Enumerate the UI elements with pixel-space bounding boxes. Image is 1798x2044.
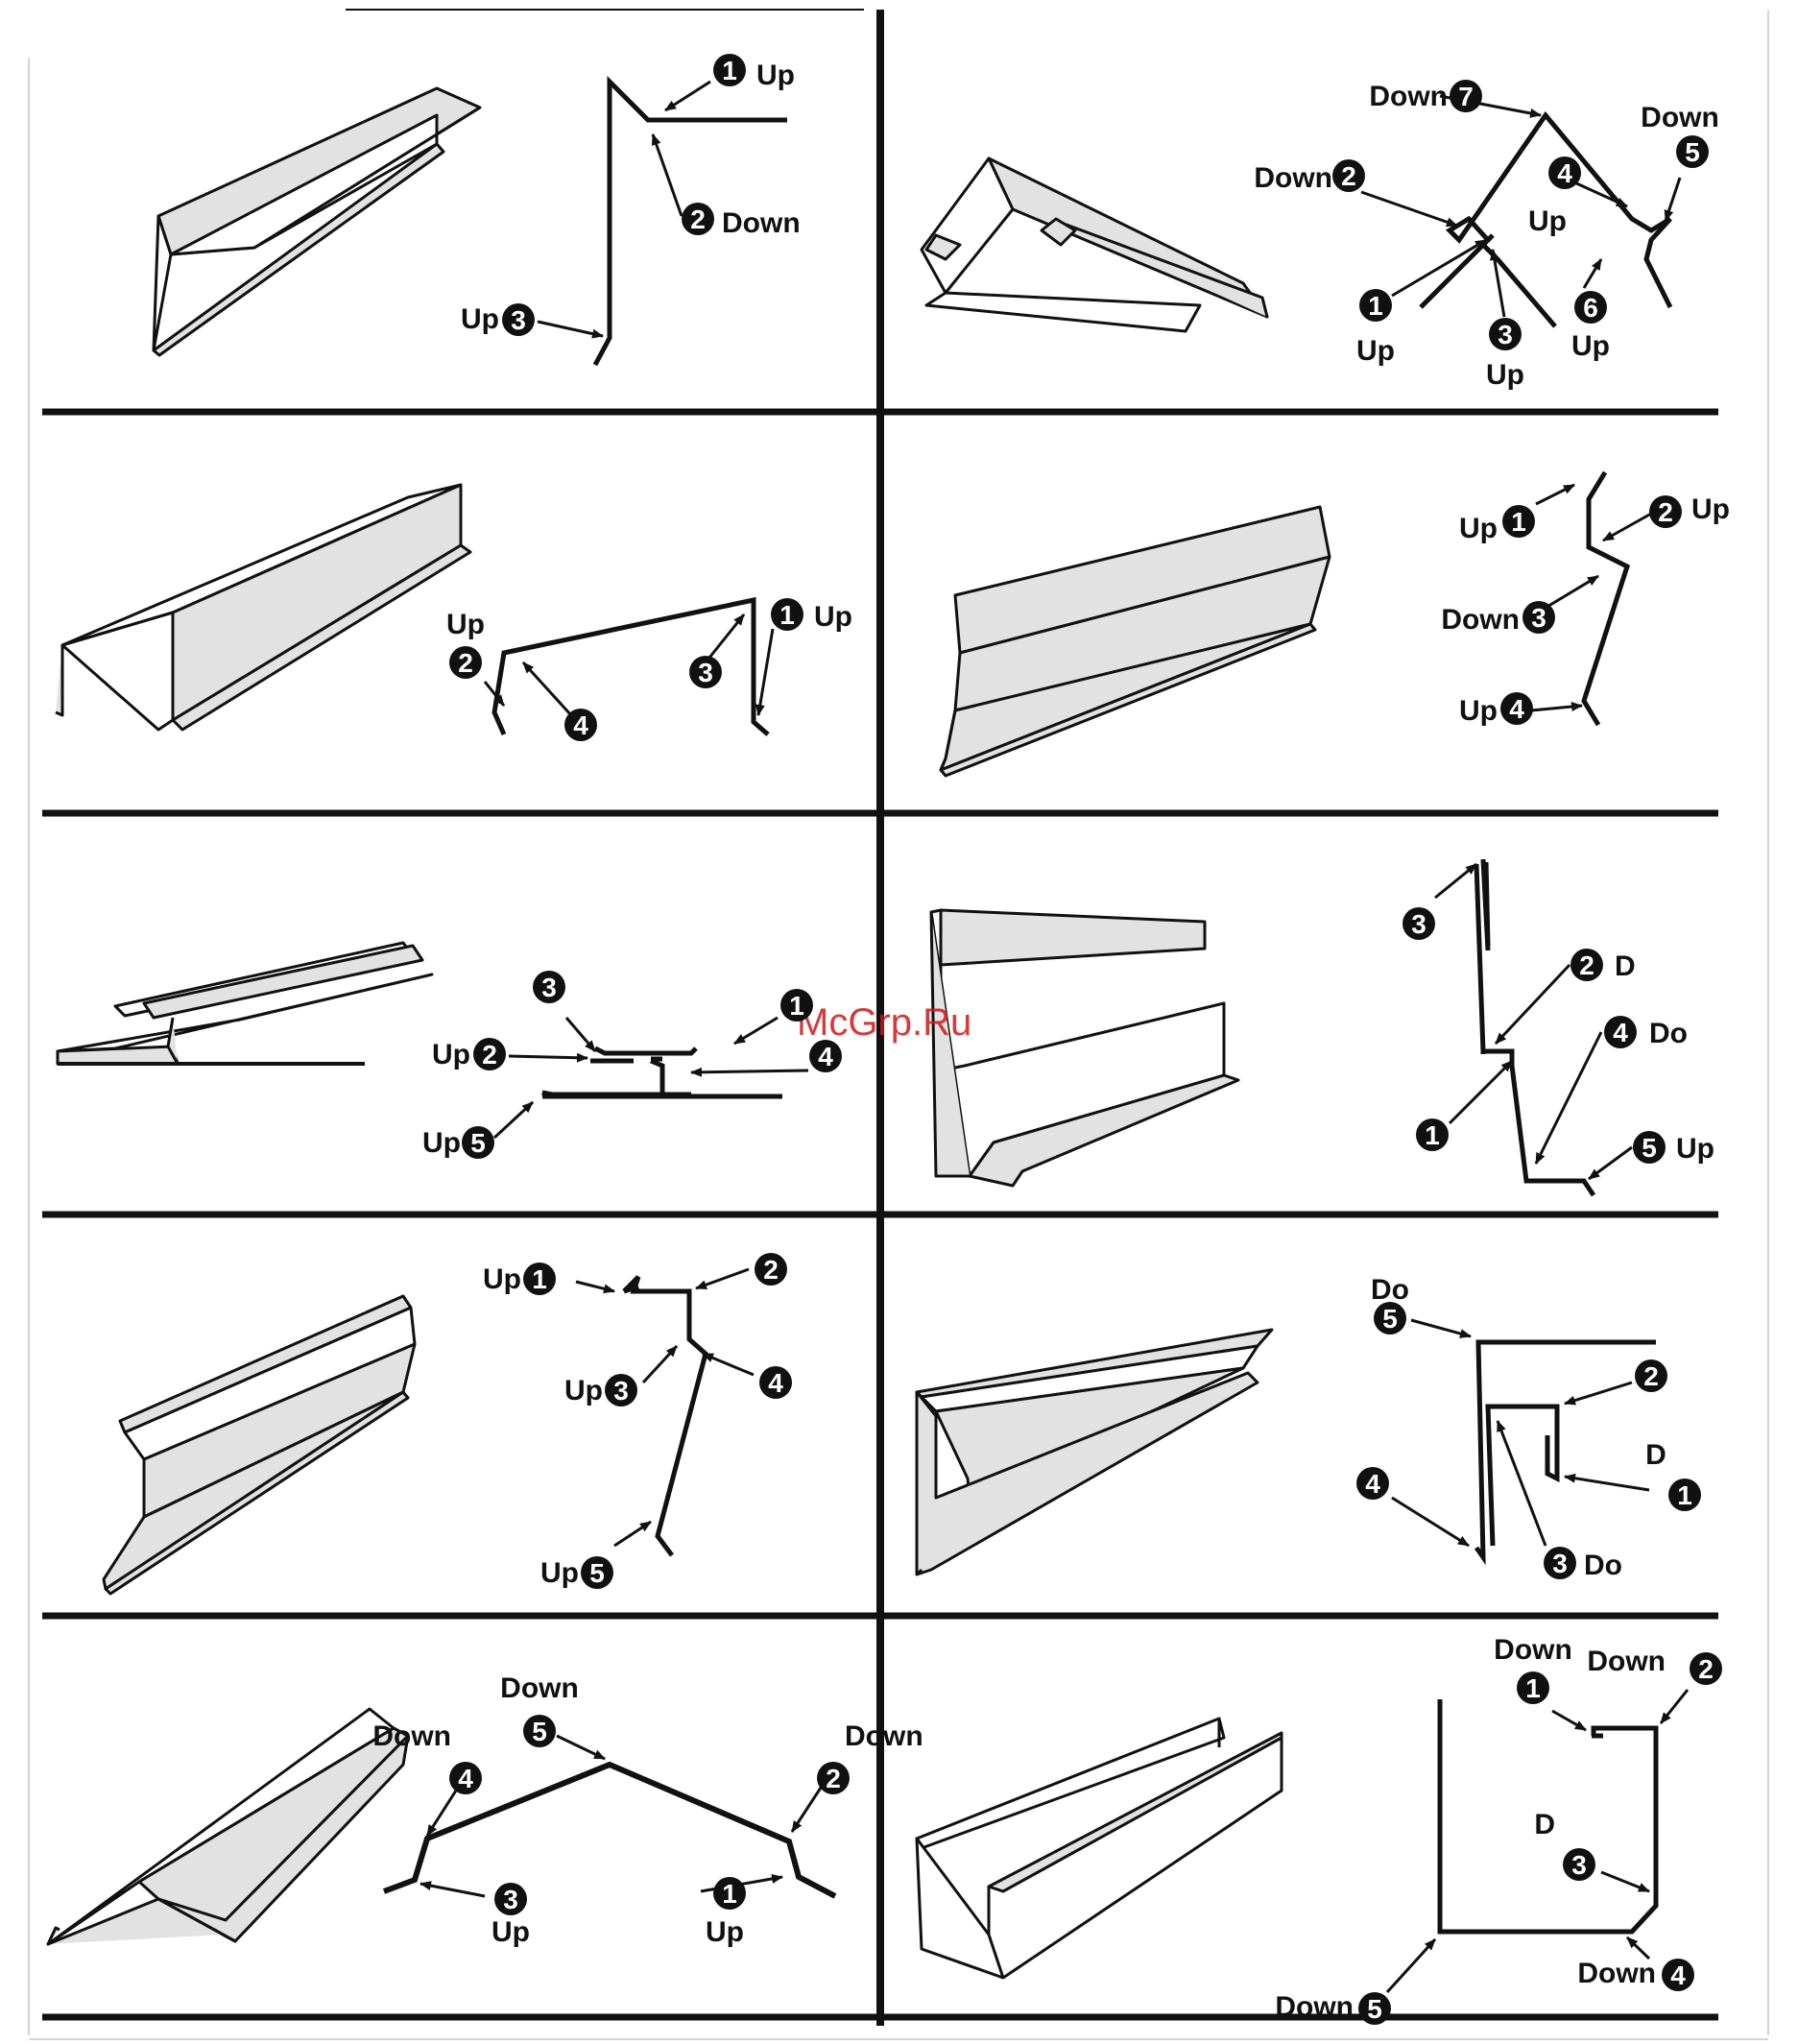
callout-direction-label: D — [1534, 1809, 1555, 1840]
callout-number: 1 — [1368, 291, 1383, 321]
callout-direction-label: Do — [1371, 1274, 1409, 1306]
callout-number: 5 — [470, 1128, 486, 1158]
callout-number: 1 — [722, 56, 737, 85]
callout-number: 6 — [1583, 293, 1598, 323]
callout-number: 1 — [1511, 507, 1526, 537]
callout-direction-label: Down — [1587, 1646, 1666, 1677]
callout-direction-label: Down — [1254, 162, 1332, 194]
callout-number: 4 — [1365, 1469, 1380, 1499]
callout-direction-label: Up — [1691, 493, 1730, 525]
callout-direction-label: Down — [722, 207, 801, 239]
callout-direction-label: Do — [1584, 1550, 1622, 1581]
callout-direction-label: Up — [446, 609, 485, 640]
callout-direction-label: Up — [483, 1263, 521, 1295]
callout-number: 2 — [458, 648, 473, 678]
callout-direction-label: Down — [1369, 81, 1448, 112]
callout-number: 4 — [1670, 1960, 1686, 1990]
callout-number: 1 — [779, 600, 795, 630]
callout-number: 1 — [1525, 1673, 1541, 1703]
callout-number: 2 — [1579, 950, 1594, 980]
callout-number: 5 — [1382, 1304, 1398, 1334]
callout-number: 2 — [690, 204, 706, 234]
callout-number: 2 — [1658, 497, 1673, 527]
callout-number: 3 — [1498, 320, 1513, 349]
callout-direction-label: Up — [814, 601, 852, 633]
callout-number: 2 — [1341, 161, 1356, 191]
callout-direction-label: Up — [491, 1916, 530, 1948]
p2-callouts: 7Down2Down4Up5Down1Up3Up6Up — [1254, 80, 1718, 391]
callout-number: 3 — [511, 305, 526, 335]
p4-callouts: 1Up2Up3Down4Up — [1441, 493, 1730, 727]
callout-number: 5 — [589, 1558, 605, 1588]
callout-direction-label: Up — [1676, 1133, 1714, 1165]
callout-direction-label: Up — [1356, 335, 1395, 367]
callout-number: 1 — [532, 1264, 547, 1294]
callout-number: 2 — [763, 1255, 779, 1285]
callout-number: 3 — [1411, 909, 1426, 939]
callout-number: 3 — [541, 973, 557, 1002]
callout-direction-label: Down — [1641, 102, 1719, 133]
p7-callouts: 1Up23Up45Up — [483, 1253, 792, 1589]
callout-direction-label: D — [1645, 1439, 1666, 1471]
callout-number: 2 — [482, 1040, 497, 1070]
callout-direction-label: Up — [1459, 513, 1498, 544]
callout-direction-label: Down — [845, 1720, 923, 1752]
p6-callouts: 3 2D 4 Do 1 5 Up — [1402, 907, 1714, 1165]
callout-number: 5 — [1367, 1994, 1382, 2024]
callout-direction-label: Up — [422, 1127, 461, 1159]
callout-number: 4 — [458, 1764, 473, 1793]
callout-number: 1 — [1425, 1120, 1440, 1150]
p8-callouts: 5Do21D43Do — [1356, 1274, 1701, 1581]
callout-number: 3 — [503, 1885, 518, 1914]
callout-number: 1 — [789, 991, 804, 1021]
callout-number: 5 — [532, 1717, 547, 1746]
callout-direction-label: Up — [756, 60, 795, 91]
callout-number: 5 — [1685, 137, 1700, 167]
callout-direction-label: Up — [1571, 330, 1610, 362]
callout-number: 1 — [722, 1879, 737, 1909]
callout-direction-label: Down — [1275, 1991, 1354, 2023]
callout-number: 1 — [1677, 1480, 1692, 1510]
callout-number: 3 — [1552, 1549, 1568, 1578]
callout-direction-label: Down — [372, 1720, 451, 1752]
callout-number: 4 — [818, 1042, 833, 1071]
callout-number: 5 — [1642, 1133, 1657, 1163]
callout-number: 3 — [613, 1376, 629, 1406]
callout-direction-label: Up — [1486, 359, 1524, 391]
callout-number: 3 — [698, 658, 713, 687]
p3-callouts: 1 Up 2 Up 3 4 — [446, 598, 852, 741]
callout-number: 4 — [1509, 694, 1524, 724]
callout-number: 2 — [1643, 1361, 1659, 1391]
callout-number: 4 — [768, 1368, 783, 1398]
callout-number: 3 — [1531, 603, 1546, 633]
callout-direction-label: Down — [500, 1672, 579, 1704]
callout-direction-label: Up — [1528, 205, 1567, 237]
callout-direction-label: Down — [1441, 604, 1520, 636]
callout-direction-label: Up — [432, 1039, 470, 1070]
callout-direction-label: Down — [1577, 1958, 1656, 1989]
callout-direction-label: Up — [1459, 695, 1498, 727]
callout-number: 7 — [1458, 82, 1474, 111]
callout-number: 3 — [1571, 1850, 1587, 1880]
callout-direction-label: Up — [564, 1375, 603, 1407]
callout-number: 4 — [1613, 1018, 1628, 1047]
callout-direction-label: Do — [1649, 1018, 1688, 1049]
callout-number: 2 — [1698, 1654, 1714, 1684]
callout-direction-label: D — [1615, 950, 1636, 982]
callout-direction-label: Up — [540, 1557, 579, 1589]
callout-number: 2 — [826, 1764, 841, 1793]
p1-callouts: 1Up2Down3Up — [461, 54, 801, 336]
callout-number: 4 — [573, 710, 588, 740]
callout-direction-label: Up — [706, 1916, 744, 1948]
callout-direction-label: Up — [461, 303, 499, 335]
callout-number: 4 — [1557, 158, 1572, 188]
callout-direction-label: Down — [1494, 1634, 1572, 1666]
